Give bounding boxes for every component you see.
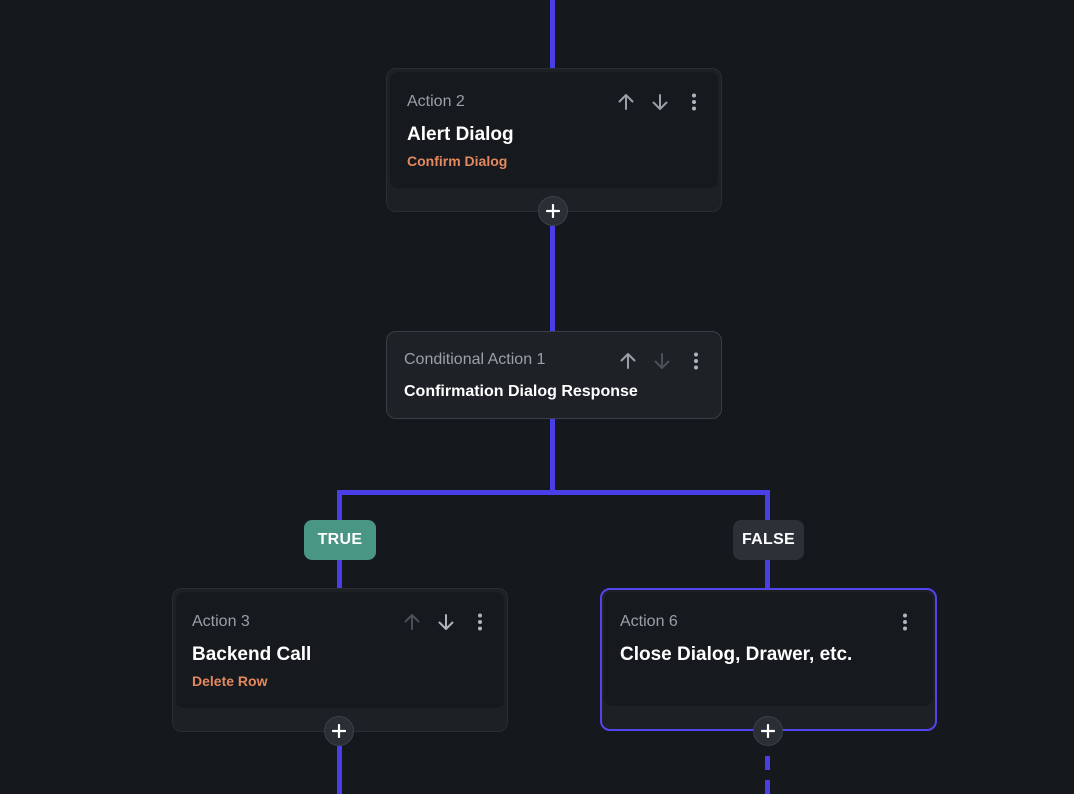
action-3-subtitle: Delete Row [192,673,268,689]
action-2-card[interactable]: Action 2 Alert Dialog Confirm Dialog [386,68,722,212]
arrow-up-icon[interactable] [611,348,645,374]
connector-top [550,0,555,70]
action-2-title: Alert Dialog [407,124,514,145]
arrow-up-icon[interactable] [609,89,643,115]
connector-action6-down-dashed [765,756,770,794]
connector-action2-to-conditional [550,226,555,332]
connector-conditional-down [550,418,555,494]
more-vertical-icon[interactable] [888,609,922,635]
add-action-after-action-6-button[interactable] [753,716,783,746]
connector-action3-down [337,746,342,794]
action-6-kicker: Action 6 [620,613,678,630]
arrow-down-icon[interactable] [645,348,679,374]
more-vertical-icon[interactable] [463,609,497,635]
more-vertical-icon[interactable] [677,89,711,115]
arrow-up-icon[interactable] [395,609,429,635]
plus-icon [761,724,775,738]
plus-icon [332,724,346,738]
plus-icon [546,204,560,218]
true-branch-badge[interactable]: TRUE [304,520,376,560]
more-vertical-icon[interactable] [679,348,713,374]
action-2-subtitle: Confirm Dialog [407,153,508,169]
action-3-kicker: Action 3 [192,613,250,630]
action-3-title: Backend Call [192,644,312,665]
false-branch-badge[interactable]: FALSE [733,520,804,560]
action-3-card[interactable]: Action 3 Backend Call Delete Row [172,588,508,732]
connector-branch-horizontal [337,490,770,495]
action-6-card[interactable]: Action 6 Close Dialog, Drawer, etc. [600,588,937,731]
arrow-down-icon[interactable] [429,609,463,635]
action-2-kicker: Action 2 [407,93,465,110]
conditional-action-1-title: Confirmation Dialog Response [404,383,638,400]
conditional-action-1-card[interactable]: Conditional Action 1 Confirmation Dialog… [386,331,722,419]
conditional-action-1-kicker: Conditional Action 1 [404,351,546,368]
add-action-after-action-3-button[interactable] [324,716,354,746]
action-6-title: Close Dialog, Drawer, etc. [620,644,853,665]
arrow-down-icon[interactable] [643,89,677,115]
add-action-after-action-2-button[interactable] [538,196,568,226]
